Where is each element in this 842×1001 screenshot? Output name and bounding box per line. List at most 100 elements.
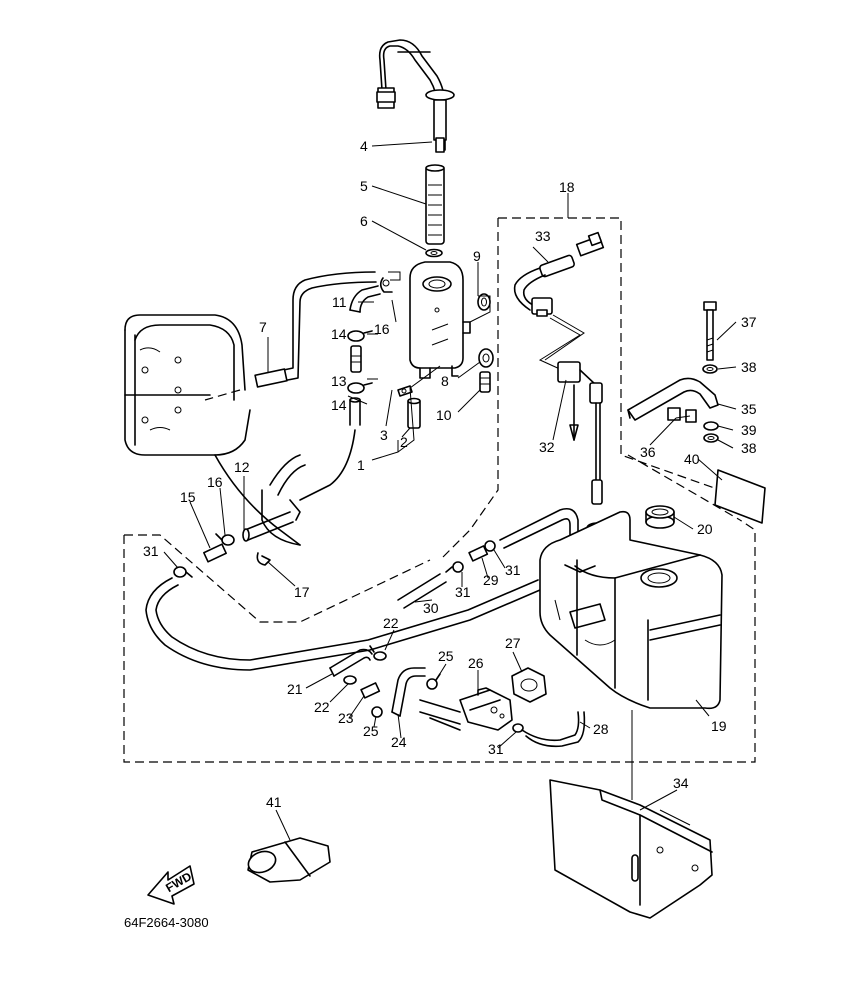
callout-1: 1	[357, 457, 365, 473]
callout-31-left: 31	[143, 543, 159, 559]
part-22-clip-lower	[343, 675, 357, 685]
callout-14-lower: 14	[331, 397, 347, 413]
hose-segment-lower	[349, 397, 361, 426]
callout-37: 37	[741, 314, 757, 330]
callout-28: 28	[593, 721, 609, 737]
callout-25-lower: 25	[363, 723, 379, 739]
part-33-connector	[513, 231, 605, 317]
callout-40: 40	[684, 451, 700, 467]
callout-11: 11	[332, 294, 347, 310]
callout-19: 19	[711, 718, 727, 734]
callout-3: 3	[380, 427, 388, 443]
fwd-direction-arrow: FWD	[147, 865, 195, 905]
callout-labels: 1 2 3 4 5 6 7 8 9 10 11 12 13 14 14 15 1…	[143, 138, 757, 810]
leader-lines	[163, 141, 737, 841]
callout-20: 20	[697, 521, 713, 537]
part-19-oil-tank	[539, 510, 723, 710]
callout-33: 33	[535, 228, 551, 244]
callout-15: 15	[180, 489, 196, 505]
callout-31-lower: 31	[488, 741, 504, 757]
diagram-reference-code: 64F2664-3080	[124, 915, 209, 930]
part-38-washer-lower	[703, 433, 719, 443]
carburetor-outline	[214, 429, 356, 546]
part-32-sensor	[557, 361, 608, 534]
callout-26: 26	[468, 655, 484, 671]
part-11-hose	[349, 285, 381, 313]
part-6-washer	[425, 248, 443, 258]
callout-16-upper: 16	[374, 321, 390, 337]
part-17-clip	[256, 552, 271, 566]
part-28-hose	[521, 711, 586, 748]
group-boundaries	[123, 217, 756, 763]
part-3-clip	[397, 385, 413, 397]
callout-32: 32	[539, 439, 555, 455]
callout-27: 27	[505, 635, 521, 651]
callout-39: 39	[741, 422, 757, 438]
part-1-oil-reservoir	[409, 261, 471, 379]
part-39-washer	[703, 421, 719, 431]
callout-29: 29	[483, 572, 499, 588]
part-10-nipple	[479, 371, 491, 393]
callout-23: 23	[338, 710, 354, 726]
part-36-pad	[667, 407, 697, 423]
long-hose-left	[145, 577, 541, 671]
callout-31-mid: 31	[455, 584, 471, 600]
part-29-joint	[468, 545, 489, 562]
part-9-grommet	[477, 293, 491, 311]
engine-block-outline	[124, 314, 251, 456]
part-22-clip-upper	[369, 645, 387, 661]
callout-41: 41	[266, 794, 282, 810]
part-31-clip-right	[484, 540, 496, 552]
part-40-label	[714, 469, 766, 524]
callout-8: 8	[441, 373, 449, 389]
part-41-duct	[247, 837, 331, 883]
part-14-clamp-lower	[347, 382, 373, 394]
callout-16-lower: 16	[207, 474, 223, 490]
callout-38-upper: 38	[741, 359, 757, 375]
part-34-bracket	[549, 779, 713, 919]
part-15-fitting	[203, 543, 227, 563]
callout-14-upper: 14	[331, 326, 347, 342]
part-37-bolt	[703, 301, 717, 361]
tank-feed-hose	[499, 507, 579, 561]
part-26-pump	[419, 687, 513, 731]
callout-18: 18	[559, 179, 575, 195]
part-31-clip-mid	[445, 561, 464, 573]
part-23-joint	[360, 682, 381, 699]
callout-24: 24	[391, 734, 407, 750]
part-8-grommet	[478, 348, 494, 368]
callout-30: 30	[423, 600, 439, 616]
part-24-hose	[391, 667, 426, 717]
part-13-joint	[350, 345, 362, 373]
callout-25-upper: 25	[438, 648, 454, 664]
part-38-washer-upper	[702, 364, 718, 374]
part-25-clip-lower	[371, 706, 383, 718]
part-20-cap	[645, 505, 675, 529]
part-7-oil-hose	[204, 271, 377, 401]
callout-34: 34	[673, 775, 689, 791]
part-16-hose-clip-upper	[379, 271, 401, 293]
callout-6: 6	[360, 213, 368, 229]
part-31-clip-lower	[512, 723, 524, 733]
callout-22-upper: 22	[383, 615, 399, 631]
callout-17: 17	[294, 584, 310, 600]
callout-31-right: 31	[505, 562, 521, 578]
callout-38-lower: 38	[741, 440, 757, 456]
part-27-nut	[511, 667, 547, 703]
callout-7: 7	[259, 319, 267, 335]
callout-5: 5	[360, 178, 368, 194]
part-35-bracket	[627, 377, 719, 421]
part-14-clamp-upper	[347, 330, 373, 342]
part-5-filter	[425, 164, 445, 245]
callout-36: 36	[640, 444, 656, 460]
callout-10: 10	[436, 407, 452, 423]
part-4-sensor-harness	[376, 39, 455, 153]
callout-2: 2	[400, 434, 408, 450]
part-30-hose	[397, 573, 447, 609]
callout-21: 21	[287, 681, 303, 697]
callout-12: 12	[234, 459, 250, 475]
callout-22-lower: 22	[314, 699, 330, 715]
part-16-clip-lower	[215, 533, 235, 546]
